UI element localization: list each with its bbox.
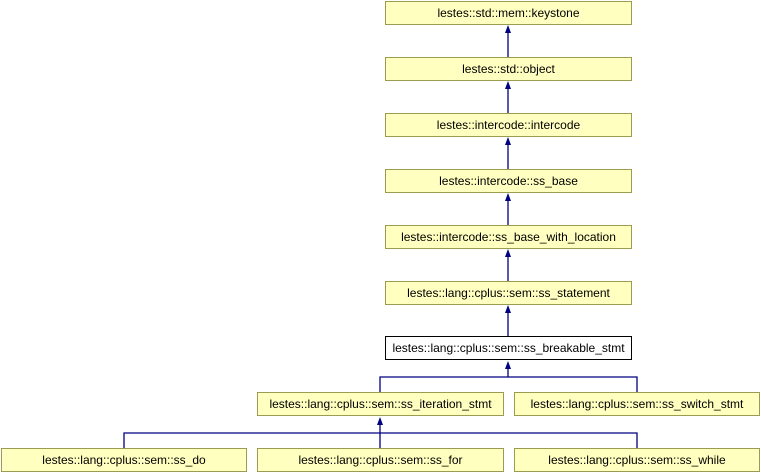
class-node-intercode[interactable]: lestes::intercode::intercode	[385, 113, 632, 137]
class-node-ss-base[interactable]: lestes::intercode::ss_base	[385, 169, 632, 193]
class-node-ss-statement[interactable]: lestes::lang::cplus::sem::ss_statement	[385, 281, 632, 305]
class-node-ss-breakable-stmt-current: lestes::lang::cplus::sem::ss_breakable_s…	[385, 336, 632, 360]
class-node-object[interactable]: lestes::std::object	[385, 57, 632, 81]
class-node-ss-iteration-stmt[interactable]: lestes::lang::cplus::sem::ss_iteration_s…	[257, 392, 504, 416]
class-node-keystone[interactable]: lestes::std::mem::keystone	[385, 1, 632, 25]
class-node-ss-while[interactable]: lestes::lang::cplus::sem::ss_while	[514, 448, 760, 472]
class-node-ss-for[interactable]: lestes::lang::cplus::sem::ss_for	[257, 448, 504, 472]
class-node-ss-do[interactable]: lestes::lang::cplus::sem::ss_do	[1, 448, 247, 472]
class-node-ss-switch-stmt[interactable]: lestes::lang::cplus::sem::ss_switch_stmt	[514, 392, 760, 416]
class-node-ss-base-with-location[interactable]: lestes::intercode::ss_base_with_location	[385, 225, 632, 249]
